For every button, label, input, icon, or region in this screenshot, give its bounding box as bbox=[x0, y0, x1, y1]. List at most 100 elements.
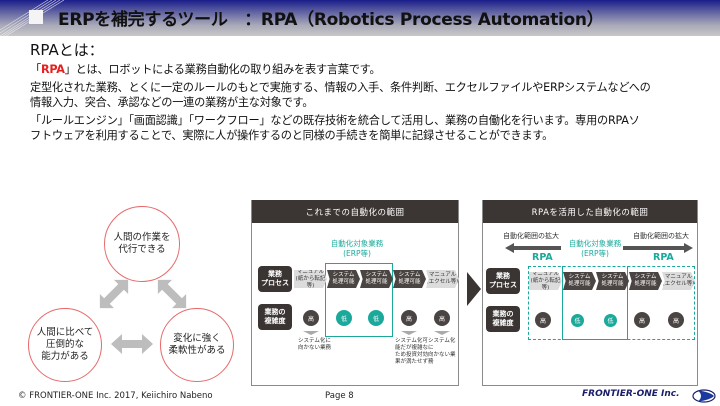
step-text: 処理可能 bbox=[568, 281, 591, 287]
process-step: システム処理可能 bbox=[360, 270, 393, 288]
automation-scope-box bbox=[325, 263, 393, 337]
step-note: システム化可 能だが複雑な ため投資対効 果が満たせず bbox=[395, 338, 428, 366]
step-text: 処理可能 bbox=[601, 281, 624, 287]
row-label-line: 業務 bbox=[268, 270, 282, 278]
rpa-label-right: RPA bbox=[653, 252, 674, 263]
step-note: システム化に 向かない業務 bbox=[298, 338, 331, 352]
transition-arrow-icon bbox=[467, 272, 481, 306]
automation-target-label: 自動化対象業務 (ERP等) bbox=[322, 239, 392, 259]
paragraph-2-line-1: 定型化された業務、とくに一定のルールのもとで実施する、情報の入手、条件判断、エク… bbox=[30, 81, 651, 94]
intro-paragraph-3: 「ルールエンジン」「画面認識」「ワークフロー」などの既存技術を統合して活用し、業… bbox=[30, 113, 710, 128]
page-number: Page 8 bbox=[325, 391, 354, 401]
feature-text: 人間の作業を bbox=[113, 232, 171, 243]
step-text: 処理可能 bbox=[332, 279, 355, 285]
quote-open: 「 bbox=[30, 63, 41, 76]
process-step: システム処理可能 bbox=[393, 270, 426, 288]
row-label-complexity: 業務の複雑度 bbox=[258, 304, 292, 330]
intro-paragraph-2: 定型化された業務、とくに一定のルールのもとで実施する、情報の入手、条件判断、エク… bbox=[30, 80, 710, 95]
feature-circle-capability: 人間に比べて 圧倒的な 能力がある bbox=[28, 308, 102, 382]
feature-text: 代行できる bbox=[118, 244, 166, 255]
complexity-dot: 高 bbox=[535, 312, 551, 328]
target-label-line: 自動化対象業務 bbox=[330, 239, 384, 248]
step-text: マニュアル bbox=[531, 270, 560, 277]
feature-text: 柔軟性がある bbox=[168, 345, 226, 356]
expand-scope-label-right: 自動化範囲の拡大 bbox=[633, 232, 689, 240]
process-step: マニュアル(エクセル等) bbox=[426, 270, 459, 288]
pointer-triangle-icon bbox=[434, 331, 450, 335]
intro-section: RPAとは： 「RPA」とは、ロボットによる業務自動化の取り組みを表す言葉です。… bbox=[30, 40, 710, 146]
title-bar: ERPを補完するツール ：RPA（Robotics Process Automa… bbox=[0, 0, 720, 36]
intro-paragraph-3b: フトウェアを利用することで、実際に人が操作するのと同様の手続きを簡単に記録させる… bbox=[30, 128, 710, 143]
step-text: システム bbox=[398, 272, 421, 278]
feature-text: 人間に比べて bbox=[36, 327, 94, 338]
feature-circle-substitute: 人間の作業を 代行できる bbox=[104, 206, 180, 282]
process-step: マニュアル(紙から転記等) bbox=[529, 272, 562, 290]
step-text: (エクセル等) bbox=[662, 281, 695, 287]
step-text: (紙から転記等) bbox=[295, 275, 326, 289]
double-arrow-icon bbox=[99, 279, 129, 309]
note-line: 向かない業務 bbox=[428, 352, 456, 365]
panel-after-rpa: RPAを活用した自動化の範囲 自動化範囲の拡大 自動化範囲の拡大 自動化対象業務… bbox=[482, 200, 698, 386]
feature-text: 変化に強く bbox=[173, 333, 221, 344]
step-note: システム化に 向かない業務 bbox=[428, 338, 458, 366]
step-text: マニュアル bbox=[664, 274, 693, 280]
pointer-triangle-icon bbox=[401, 331, 417, 335]
row-label-line: 複雑度 bbox=[264, 317, 286, 325]
step-text: (エクセル等) bbox=[426, 279, 459, 285]
process-step: システム処理可能 bbox=[563, 272, 596, 290]
step-text: 処理可能 bbox=[398, 279, 421, 285]
feature-text: 能力がある bbox=[41, 351, 89, 362]
automation-target-label: 自動化対象業務 (ERP等) bbox=[563, 239, 627, 259]
paragraph-3-line-2: フトウェアを利用することで、実際に人が操作するのと同様の手続きを簡単に記録させる… bbox=[30, 129, 554, 142]
step-text: マニュアル bbox=[296, 268, 325, 275]
arrow-right-icon bbox=[623, 243, 693, 253]
complexity-dot: 高 bbox=[634, 312, 650, 328]
step-text: システム bbox=[332, 272, 355, 278]
complexity-dot: 高 bbox=[668, 312, 684, 328]
company-logo-icon bbox=[692, 389, 716, 403]
panel-before-rpa: これまでの自動化の範囲 自動化対象業務 (ERP等) 業務プロセス 業務の複雑度… bbox=[251, 200, 459, 386]
complexity-dot: 低 bbox=[368, 310, 384, 326]
note-line: ため投資対効 bbox=[395, 352, 429, 358]
double-arrow-icon bbox=[111, 334, 153, 354]
step-text: マニュアル bbox=[428, 272, 457, 278]
panel-title: これまでの自動化の範囲 bbox=[252, 200, 458, 223]
note-line: システム化に bbox=[298, 338, 331, 344]
note-line: システム化可 bbox=[395, 338, 428, 344]
row-label-line: プロセス bbox=[261, 279, 289, 287]
row-label-process: 業務プロセス bbox=[486, 268, 520, 294]
expand-scope-label-left: 自動化範囲の拡大 bbox=[503, 232, 559, 240]
step-text: (紙から転記等) bbox=[530, 277, 561, 291]
complexity-dot: 低 bbox=[604, 314, 617, 327]
row-label-line: 業務の bbox=[264, 308, 286, 316]
note-line: 能だが複雑な bbox=[395, 345, 429, 351]
intro-definition: 「RPA」とは、ロボットによる業務自動化の取り組みを表す言葉です。 bbox=[30, 62, 710, 77]
row-label-process: 業務プロセス bbox=[258, 266, 292, 292]
paragraph-3-line-1: 「ルールエンジン」「画面認識」「ワークフロー」などの既存技術を統合して活用し、業… bbox=[30, 114, 640, 127]
intro-heading: RPAとは： bbox=[30, 41, 104, 59]
step-text: 処理可能 bbox=[634, 281, 657, 287]
complexity-dot: 低 bbox=[571, 314, 584, 327]
pointer-triangle-icon bbox=[303, 331, 319, 335]
process-step: システム処理可能 bbox=[327, 270, 360, 288]
panel-title: RPAを活用した自動化の範囲 bbox=[483, 200, 697, 223]
process-step: システム処理可能 bbox=[596, 272, 629, 290]
step-text: システム bbox=[634, 274, 657, 280]
process-step: システム処理可能 bbox=[629, 272, 662, 290]
target-label-line: (ERP等) bbox=[343, 249, 371, 258]
feature-text: 圧倒的な bbox=[45, 339, 84, 350]
paragraph-2-line-2: 情報入力、突合、承認などの一連の業務が主な対象です。 bbox=[30, 96, 314, 109]
double-arrow-icon bbox=[157, 279, 187, 309]
target-label-line: 自動化対象業務 bbox=[568, 239, 622, 248]
row-label-line: 複雑度 bbox=[492, 319, 514, 327]
note-line: 果が満たせず bbox=[395, 359, 429, 365]
note-line: 向かない業務 bbox=[298, 345, 332, 351]
intro-paragraph-2b: 情報入力、突合、承認などの一連の業務が主な対象です。 bbox=[30, 95, 710, 110]
complexity-dot: 高 bbox=[401, 310, 417, 326]
footer-copyright: © FRONTIER-ONE Inc. 2017, Keiichiro Nabe… bbox=[18, 391, 213, 401]
complexity-dot: 高 bbox=[434, 310, 450, 326]
company-logo-text: FRONTIER-ONE Inc. bbox=[582, 389, 680, 399]
row-label-complexity: 業務の複雑度 bbox=[486, 306, 520, 332]
automation-scope-box bbox=[562, 266, 628, 340]
page-title: ERPを補完するツール ：RPA（Robotics Process Automa… bbox=[58, 10, 604, 30]
